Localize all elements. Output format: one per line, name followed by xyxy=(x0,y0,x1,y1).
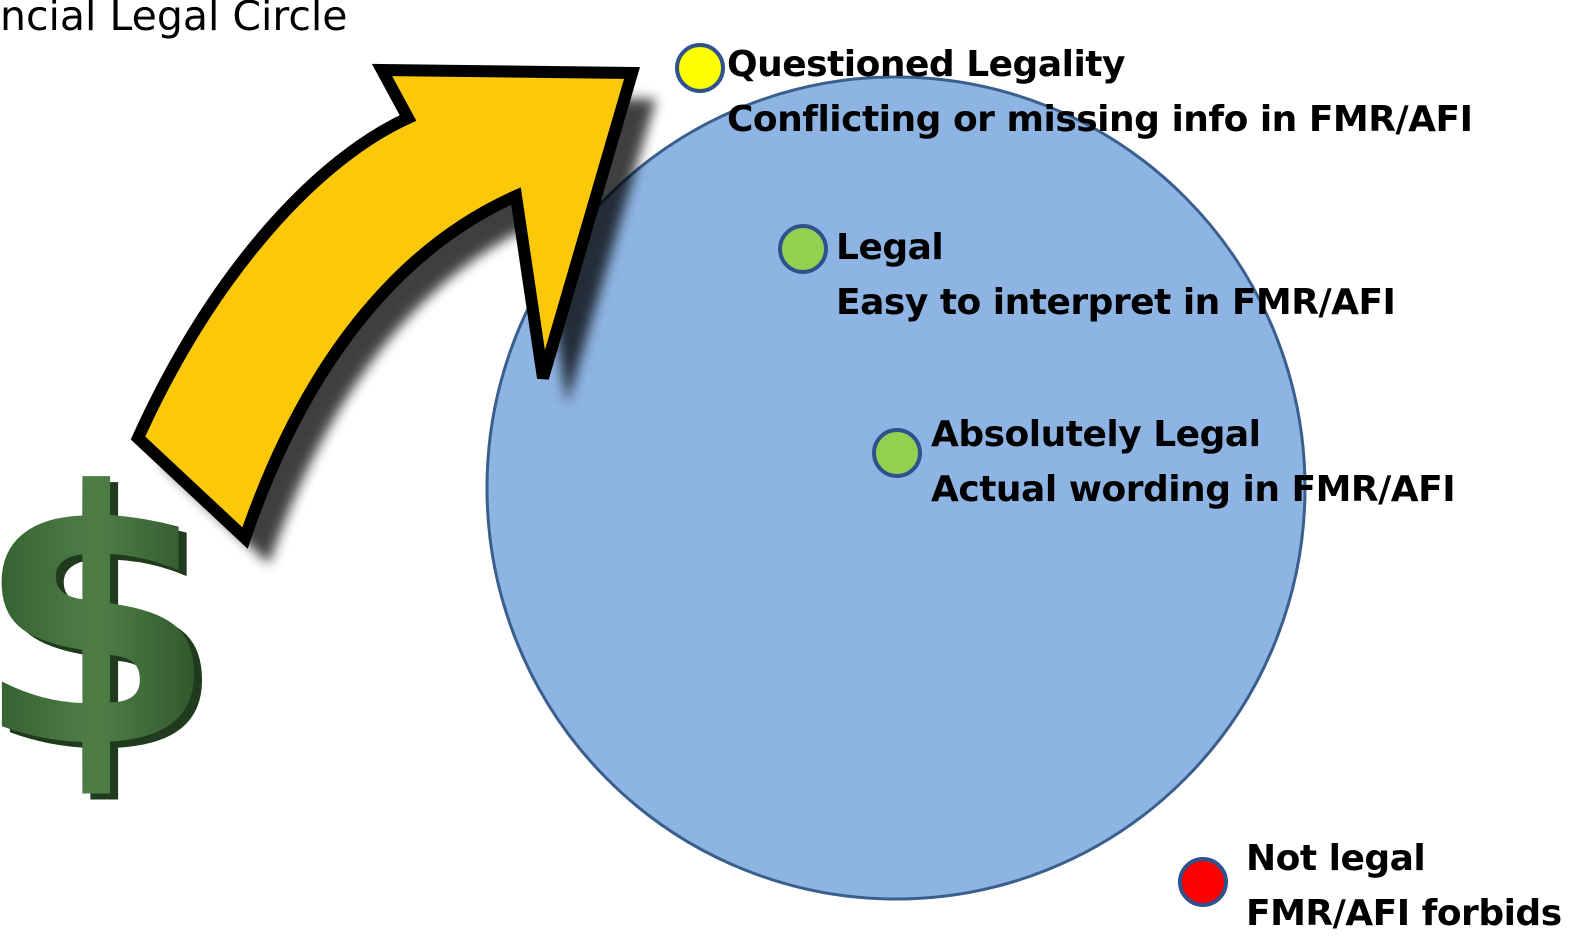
questioned-legality-label: Questioned Legality Conflicting or missi… xyxy=(727,37,1473,147)
diagram-title: ncial Legal Circle xyxy=(0,0,348,40)
legal-heading: Legal xyxy=(836,227,944,268)
legal-detail: Easy to interpret in FMR/AFI xyxy=(836,282,1396,323)
absolutely-legal-heading: Absolutely Legal xyxy=(931,414,1261,455)
questioned-legality-dot xyxy=(675,43,725,93)
curved-arrow-icon xyxy=(130,63,656,564)
legality-circle xyxy=(485,75,1307,901)
questioned-legality-heading: Questioned Legality xyxy=(727,44,1125,85)
absolutely-legal-dot xyxy=(872,428,922,478)
not-legal-heading: Not legal xyxy=(1246,838,1426,879)
not-legal-label: Not legal FMR/AFI forbids xyxy=(1246,831,1562,941)
legal-dot xyxy=(778,224,828,274)
not-legal-dot xyxy=(1178,857,1228,907)
questioned-legality-detail: Conflicting or missing info in FMR/AFI xyxy=(727,99,1473,140)
absolutely-legal-detail: Actual wording in FMR/AFI xyxy=(931,469,1456,510)
absolutely-legal-label: Absolutely Legal Actual wording in FMR/A… xyxy=(931,407,1456,517)
not-legal-detail: FMR/AFI forbids xyxy=(1246,893,1562,934)
legal-label: Legal Easy to interpret in FMR/AFI xyxy=(836,220,1396,330)
